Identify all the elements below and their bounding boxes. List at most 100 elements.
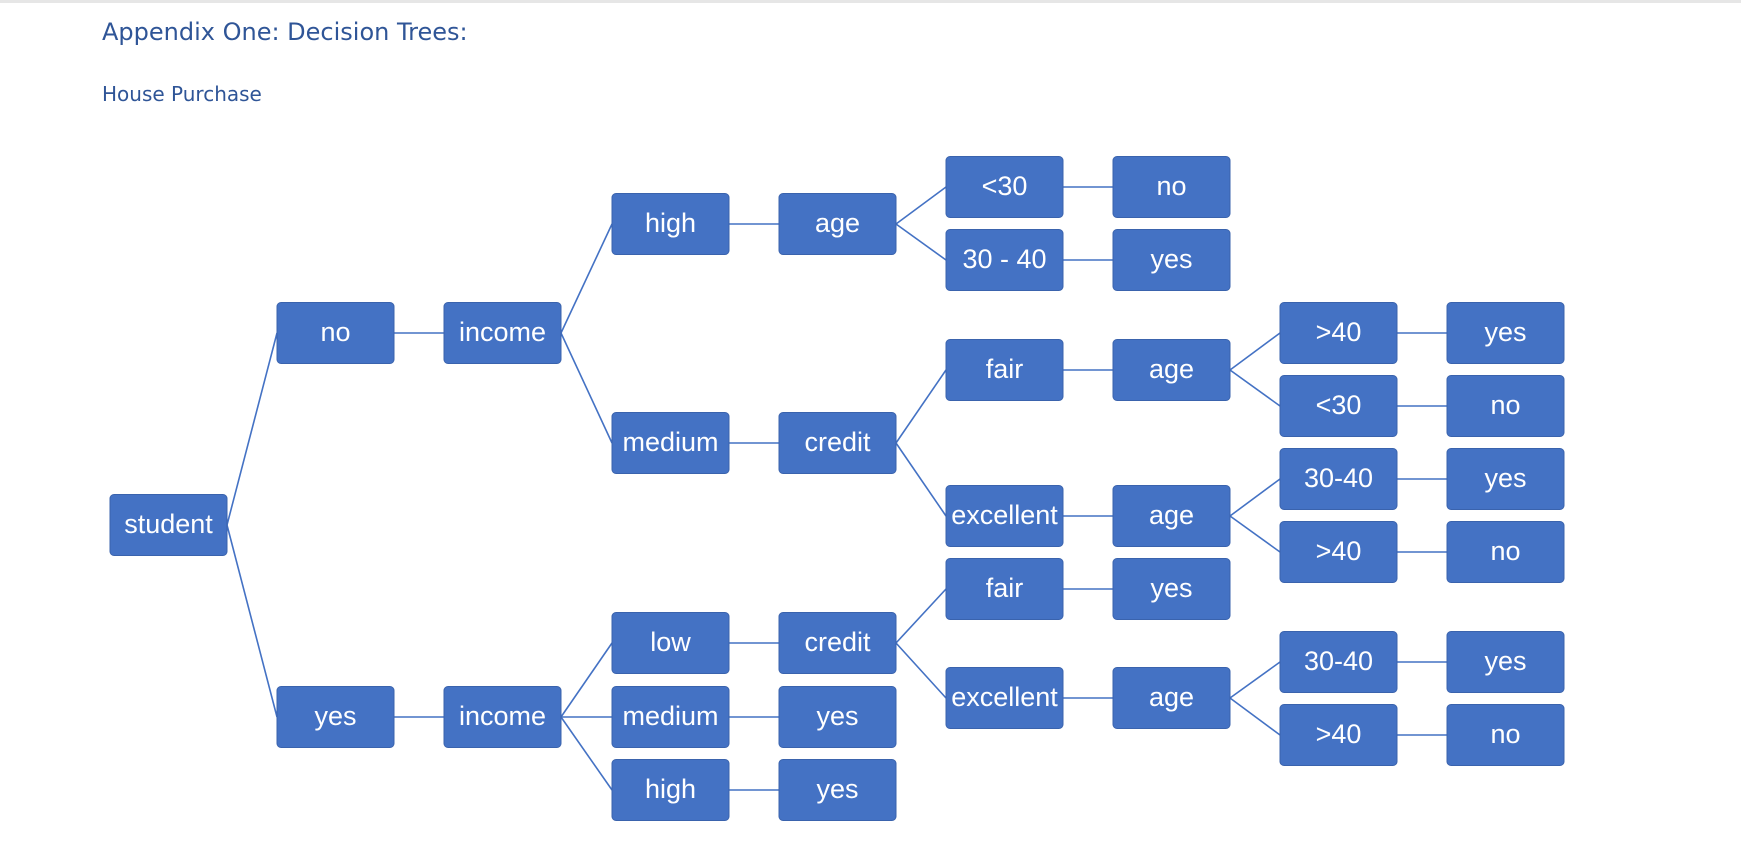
edge-age_e1-to-gt40b bbox=[1229, 515, 1281, 553]
tree-node-40: >40 bbox=[1279, 302, 1398, 364]
page-heading: Appendix One: Decision Trees: bbox=[102, 18, 468, 46]
tree-node-yes: yes bbox=[276, 686, 395, 748]
node-label: yes bbox=[1484, 463, 1526, 493]
node-box bbox=[945, 339, 1064, 401]
node-box bbox=[1279, 521, 1398, 583]
tree-node-age: age bbox=[1112, 667, 1231, 729]
top-border bbox=[0, 0, 1741, 3]
edge-income2-to-high2 bbox=[560, 716, 613, 791]
node-label: medium bbox=[622, 427, 718, 457]
node-box bbox=[945, 156, 1064, 218]
tree-node-no: no bbox=[1446, 375, 1565, 437]
node-label: credit bbox=[804, 627, 871, 657]
node-box bbox=[1279, 375, 1398, 437]
edge-student-to-yes1 bbox=[226, 524, 278, 718]
tree-node-30: <30 bbox=[1279, 375, 1398, 437]
node-label: no bbox=[320, 317, 350, 347]
tree-node-no: no bbox=[1446, 521, 1565, 583]
tree-edges bbox=[226, 186, 1447, 791]
tree-node-yes: yes bbox=[1112, 229, 1231, 291]
node-box bbox=[1112, 339, 1231, 401]
node-box bbox=[1279, 631, 1398, 693]
node-box bbox=[945, 229, 1064, 291]
node-box bbox=[443, 686, 562, 748]
node-label: medium bbox=[622, 701, 718, 731]
node-label: yes bbox=[816, 701, 858, 731]
node-label: age bbox=[1149, 354, 1194, 384]
node-box bbox=[611, 193, 730, 255]
tree-node-40: >40 bbox=[1279, 704, 1398, 766]
node-label: income bbox=[459, 317, 546, 347]
node-box bbox=[611, 759, 730, 821]
node-box bbox=[276, 302, 395, 364]
node-box bbox=[1446, 704, 1565, 766]
node-label: age bbox=[1149, 682, 1194, 712]
tree-node-yes: yes bbox=[1446, 631, 1565, 693]
node-label: excellent bbox=[951, 500, 1058, 530]
edge-credit1-to-fair1 bbox=[895, 369, 947, 444]
node-box bbox=[1112, 229, 1231, 291]
tree-node-age: age bbox=[1112, 485, 1231, 547]
node-box bbox=[945, 667, 1064, 729]
node-label: no bbox=[1490, 719, 1520, 749]
node-box bbox=[1446, 631, 1565, 693]
node-label: >40 bbox=[1316, 317, 1362, 347]
edge-income1-to-medium1 bbox=[560, 332, 613, 444]
node-label: 30 - 40 bbox=[962, 244, 1046, 274]
node-box bbox=[778, 412, 897, 474]
tree-node-yes: yes bbox=[1446, 302, 1565, 364]
node-box bbox=[109, 494, 228, 556]
node-box bbox=[1112, 485, 1231, 547]
edge-age_e2-to-gt40c bbox=[1229, 697, 1281, 736]
tree-node-yes: yes bbox=[778, 759, 897, 821]
node-box bbox=[1112, 156, 1231, 218]
node-label: age bbox=[1149, 500, 1194, 530]
node-label: no bbox=[1156, 171, 1186, 201]
node-box bbox=[1112, 558, 1231, 620]
node-label: excellent bbox=[951, 682, 1058, 712]
node-label: 30-40 bbox=[1304, 463, 1373, 493]
node-label: <30 bbox=[982, 171, 1028, 201]
node-label: >40 bbox=[1316, 719, 1362, 749]
node-box bbox=[778, 612, 897, 674]
tree-node-age: age bbox=[1112, 339, 1231, 401]
node-box bbox=[778, 193, 897, 255]
node-label: >40 bbox=[1316, 536, 1362, 566]
edge-age_f1-to-lt30b bbox=[1229, 369, 1281, 407]
node-box bbox=[1279, 448, 1398, 510]
edge-age1-to-r3040a bbox=[895, 223, 947, 261]
node-box bbox=[778, 686, 897, 748]
tree-node-no: no bbox=[276, 302, 395, 364]
node-box bbox=[1279, 302, 1398, 364]
section-subheading: House Purchase bbox=[102, 82, 262, 106]
node-box bbox=[1279, 704, 1398, 766]
node-label: high bbox=[645, 774, 696, 804]
node-label: yes bbox=[816, 774, 858, 804]
node-box bbox=[1446, 521, 1565, 583]
edge-age1-to-lt30a bbox=[895, 186, 947, 225]
tree-node-income: income bbox=[443, 302, 562, 364]
node-label: fair bbox=[986, 573, 1024, 603]
tree-node-credit: credit bbox=[778, 412, 897, 474]
edge-age_f1-to-gt40a bbox=[1229, 332, 1281, 371]
node-label: 30-40 bbox=[1304, 646, 1373, 676]
tree-node-fair: fair bbox=[945, 339, 1064, 401]
node-label: low bbox=[650, 627, 691, 657]
tree-node-fair: fair bbox=[945, 558, 1064, 620]
tree-node-40: >40 bbox=[1279, 521, 1398, 583]
node-label: yes bbox=[1150, 573, 1192, 603]
tree-node-low: low bbox=[611, 612, 730, 674]
edge-age_e2-to-r3040c bbox=[1229, 661, 1281, 699]
node-box bbox=[276, 686, 395, 748]
tree-node-30-40: 30 - 40 bbox=[945, 229, 1064, 291]
node-label: age bbox=[815, 208, 860, 238]
edge-student-to-no1 bbox=[226, 332, 278, 526]
edge-income2-to-low2 bbox=[560, 642, 613, 718]
edge-income1-to-high1 bbox=[560, 223, 613, 334]
tree-node-excellent: excellent bbox=[945, 485, 1064, 547]
tree-node-yes: yes bbox=[1112, 558, 1231, 620]
node-label: high bbox=[645, 208, 696, 238]
tree-node-excellent: excellent bbox=[945, 667, 1064, 729]
edge-credit1-to-exc1 bbox=[895, 442, 947, 517]
